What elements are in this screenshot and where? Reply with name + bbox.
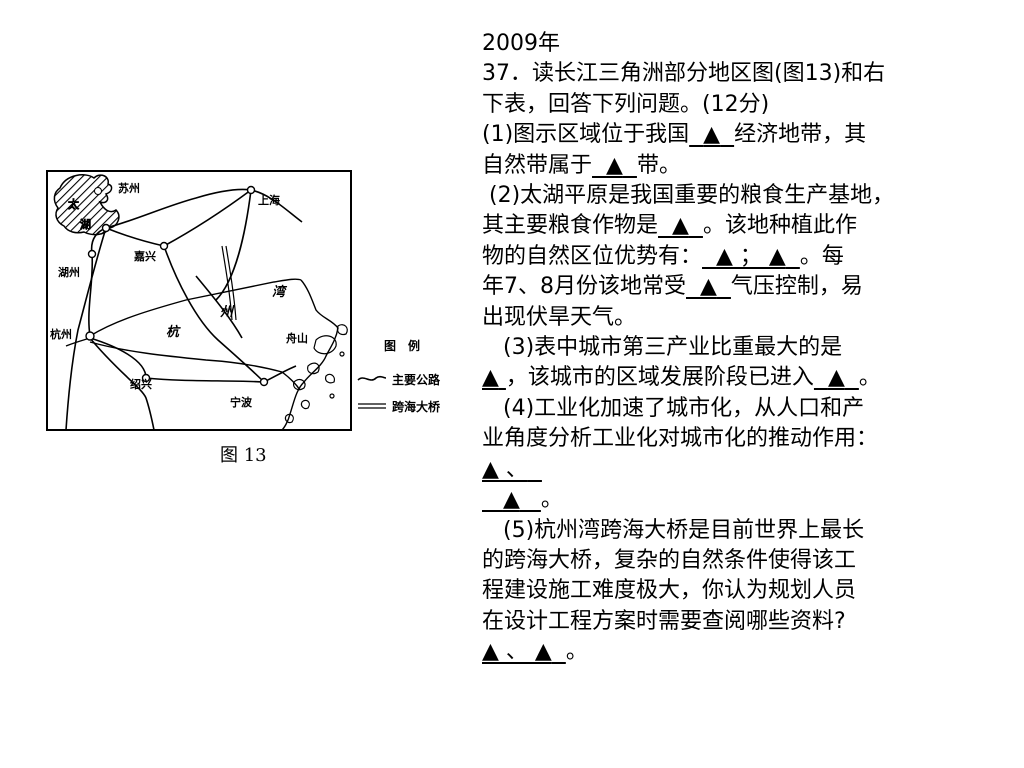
part1-line2: 自然带属于 ▲ 带。 [482, 152, 681, 178]
bay-label-zhou: 州 [220, 305, 235, 320]
answer-blank[interactable]: ▲ 、 ▲ [482, 639, 552, 665]
answer-blank[interactable]: ▲ [502, 487, 520, 513]
part4-line3: ▲ 、 [482, 455, 1017, 485]
map-legend: 图 例 主要公路 跨海大桥 [357, 338, 441, 414]
city-label-zhoushan: 舟山 [286, 331, 308, 345]
part5-line1: (5)杭州湾跨海大桥是目前世界上最长 [502, 517, 865, 543]
city-label-suzhou: 苏州 [118, 181, 140, 195]
part5-line4: 在设计工程方案时需要查阅哪些资料? [482, 608, 846, 634]
city-label-ningbo: 宁波 [230, 395, 253, 409]
part5-line2: 的跨海大桥，复杂的自然条件使得该工 [482, 547, 857, 573]
answer-blank[interactable]: ▲ [672, 213, 689, 239]
legend-road-label: 主要公路 [392, 372, 441, 387]
city-label-shaoxing: 绍兴 [130, 377, 152, 391]
lake-label-hu: 湖 [80, 217, 91, 231]
legend-bridge-label: 跨海大桥 [392, 399, 441, 414]
taihu-lake-shape [53, 174, 120, 236]
part2-line2: 其主要粮食作物是 ▲ 。该地种植此作 [482, 213, 857, 239]
answer-blank[interactable]: ▲ [482, 365, 499, 391]
part2-line1: (2)太湖平原是我国重要的粮食生产基地， [489, 183, 895, 209]
city-label-jiaxing: 嘉兴 [133, 249, 156, 263]
part2-line3: 物的自然区位优势有： ▲ ； ▲ 。每 [482, 243, 844, 269]
answer-blank[interactable]: ▲ [700, 274, 717, 300]
part5-line5: ▲ 、 ▲ 。 [482, 639, 588, 665]
legend-road-symbol [357, 375, 387, 381]
coastline [281, 279, 339, 431]
part5-line3: 程建设施工难度极大，你认为规划人员 [482, 578, 857, 604]
city-label-huzhou: 湖州 [58, 265, 80, 279]
part1-line1: (1)图示区域位于我国 ▲ 经济地带，其 [482, 122, 867, 148]
bay-shoreline-north [89, 278, 302, 337]
part3-line1: (3)表中城市第三产业比重最大的是 [502, 335, 843, 361]
part4-line2: 业角度分析工业化对城市化的推动作用： [482, 426, 879, 452]
answer-blank[interactable]: ▲ ； ▲ [716, 243, 786, 269]
part4-line4: ▲ 。 [482, 485, 1017, 515]
answer-blank[interactable]: ▲ 、 [482, 456, 528, 482]
bay-label-wan: 湾 [272, 284, 288, 300]
question-37-line2: 下表，回答下列问题。(12分) [482, 91, 770, 117]
figure-caption: 图 13 [220, 445, 267, 466]
answer-blank[interactable]: ▲ [827, 365, 845, 391]
city-points [85, 185, 269, 387]
city-label-hangzhou: 杭州 [50, 327, 72, 341]
answer-blank[interactable]: ▲ [606, 152, 623, 178]
legend-title: 图 例 [384, 338, 420, 353]
part4-line1: (4)工业化加速了城市化，从人口和产 [502, 395, 865, 421]
bay-shoreline-south [89, 341, 301, 391]
part2-line5: 出现伏旱天气。 [482, 304, 637, 330]
lake-island [94, 187, 102, 195]
part2-line4: 年7、8月份该地常受 ▲ 气压控制，易 [482, 274, 863, 300]
yangtze-delta-map: 苏州 上海 嘉兴 湖州 杭州 舟山 绍兴 宁波 太 湖 杭 州 湾 图 例 主要… [46, 170, 441, 431]
zhoushan-islands [284, 324, 348, 424]
bay-label-hang: 杭 [166, 324, 181, 340]
question-37-line1: 37．读长江三角洲部分地区图(图13)和右 [482, 61, 886, 87]
part3-line2: ▲ ，该城市的区域发展阶段已进入 ▲ 。 [482, 365, 881, 391]
map-frame [46, 170, 352, 431]
lake-label-tai: 太 [67, 197, 80, 211]
question-text: 2009年 37．读长江三角洲部分地区图(图13)和右 下表，回答下列问题。(1… [482, 29, 1017, 668]
answer-blank[interactable]: ▲ [703, 122, 721, 148]
sea-bridge-line [221, 245, 237, 321]
city-label-shanghai: 上海 [258, 193, 280, 207]
year-line: 2009年 [482, 31, 560, 56]
